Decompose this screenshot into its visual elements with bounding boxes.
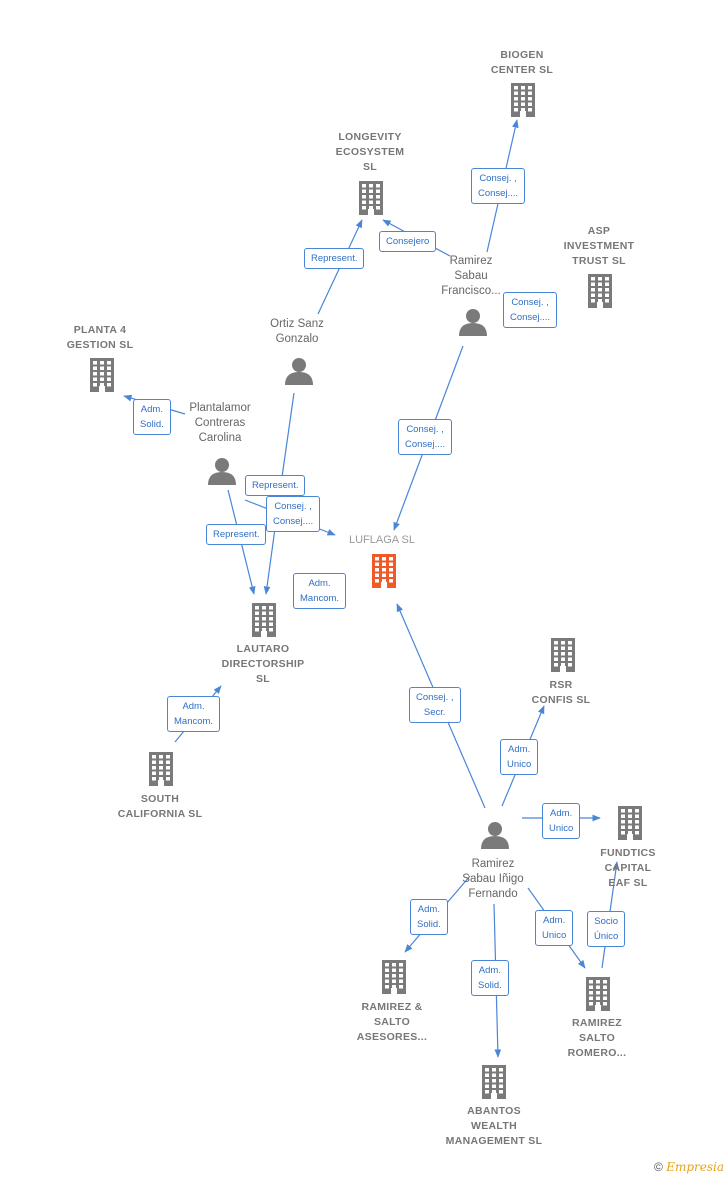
building-icon[interactable]: [359, 181, 383, 215]
node-label-rsr[interactable]: RSR CONFIS SL: [531, 679, 591, 706]
edge-label[interactable]: Adm. Solid.: [133, 399, 171, 435]
edge-label[interactable]: Represent.: [245, 475, 306, 496]
building-icon[interactable]: [588, 274, 612, 308]
node-label-ortiz[interactable]: Ortiz Sanz Gonzalo: [270, 318, 324, 345]
node-label-asp[interactable]: ASP INVESTMENT TRUST SL: [563, 225, 635, 267]
node-label-abantos[interactable]: ABANTOS WEALTH MANAGEMENT SL: [445, 1105, 543, 1147]
person-icon[interactable]: [208, 458, 236, 485]
footer: © Empresia: [654, 1160, 724, 1174]
building-icon[interactable]: [382, 960, 406, 994]
building-icon[interactable]: [586, 977, 610, 1011]
node-label-plantalamor[interactable]: Plantalamor Contreras Carolina: [189, 402, 251, 444]
node-label-ramirez-francisco[interactable]: Ramirez Sabau Francisco...: [441, 255, 501, 297]
node-label-ramirez-salto-romero[interactable]: RAMIREZ SALTO ROMERO...: [567, 1017, 627, 1059]
edge-label[interactable]: Consejero: [379, 231, 437, 252]
node-label-biogen[interactable]: BIOGEN CENTER SL: [490, 49, 554, 76]
edge-label[interactable]: Consej. , Consej....: [266, 496, 321, 532]
edge-label[interactable]: Consej. , Secr.: [409, 687, 461, 723]
edge-label[interactable]: Socio Único: [587, 911, 626, 947]
node-label-planta4[interactable]: PLANTA 4 GESTION SL: [66, 324, 134, 351]
building-icon[interactable]: [372, 554, 396, 588]
node-label-fundtics[interactable]: FUNDTICS CAPITAL EAF SL: [600, 847, 656, 889]
edge-label[interactable]: Adm. Unico: [542, 803, 581, 839]
edge-label[interactable]: Represent.: [304, 248, 365, 269]
node-label-lautaro[interactable]: LAUTARO DIRECTORSHIP SL: [221, 643, 305, 685]
edge-label[interactable]: Consej. , Consej....: [398, 419, 453, 455]
edge-label[interactable]: Consej. , Consej....: [471, 168, 526, 204]
copyright-mark: ©: [654, 1160, 663, 1174]
node-label-longevity[interactable]: LONGEVITY ECOSYSTEM SL: [335, 131, 405, 173]
node-label-south[interactable]: SOUTH CALIFORNIA SL: [117, 793, 203, 820]
node-label-ramirez-salto-asesores[interactable]: RAMIREZ & SALTO ASESORES...: [356, 1001, 428, 1043]
building-icon[interactable]: [149, 752, 173, 786]
person-icon[interactable]: [459, 309, 487, 336]
edge-label[interactable]: Consej. , Consej....: [503, 292, 558, 328]
edge-line: [263, 392, 295, 595]
building-icon[interactable]: [252, 603, 276, 637]
edge-label[interactable]: Adm. Mancom.: [167, 696, 221, 732]
empresia-logo[interactable]: Empresia: [666, 1160, 724, 1174]
node-label-luflaga[interactable]: LUFLAGA SL: [348, 534, 416, 546]
edge-label[interactable]: Adm. Mancom.: [293, 573, 347, 609]
person-icon[interactable]: [285, 358, 313, 385]
edge-label[interactable]: Represent.: [206, 524, 267, 545]
edge-label[interactable]: Adm. Solid.: [471, 960, 509, 996]
building-icon[interactable]: [618, 806, 642, 840]
building-icon[interactable]: [511, 83, 535, 117]
edge-label[interactable]: Adm. Unico: [500, 739, 539, 775]
building-icon[interactable]: [90, 358, 114, 392]
edge-label[interactable]: Adm. Unico: [535, 910, 574, 946]
edge-label[interactable]: Adm. Solid.: [410, 899, 448, 935]
building-icon[interactable]: [551, 638, 575, 672]
node-label-ramirez-inigo[interactable]: Ramirez Sabau Iñigo Fernando: [462, 858, 524, 900]
person-icon[interactable]: [481, 822, 509, 849]
icons-layer: [90, 83, 642, 1099]
building-icon[interactable]: [482, 1065, 506, 1099]
